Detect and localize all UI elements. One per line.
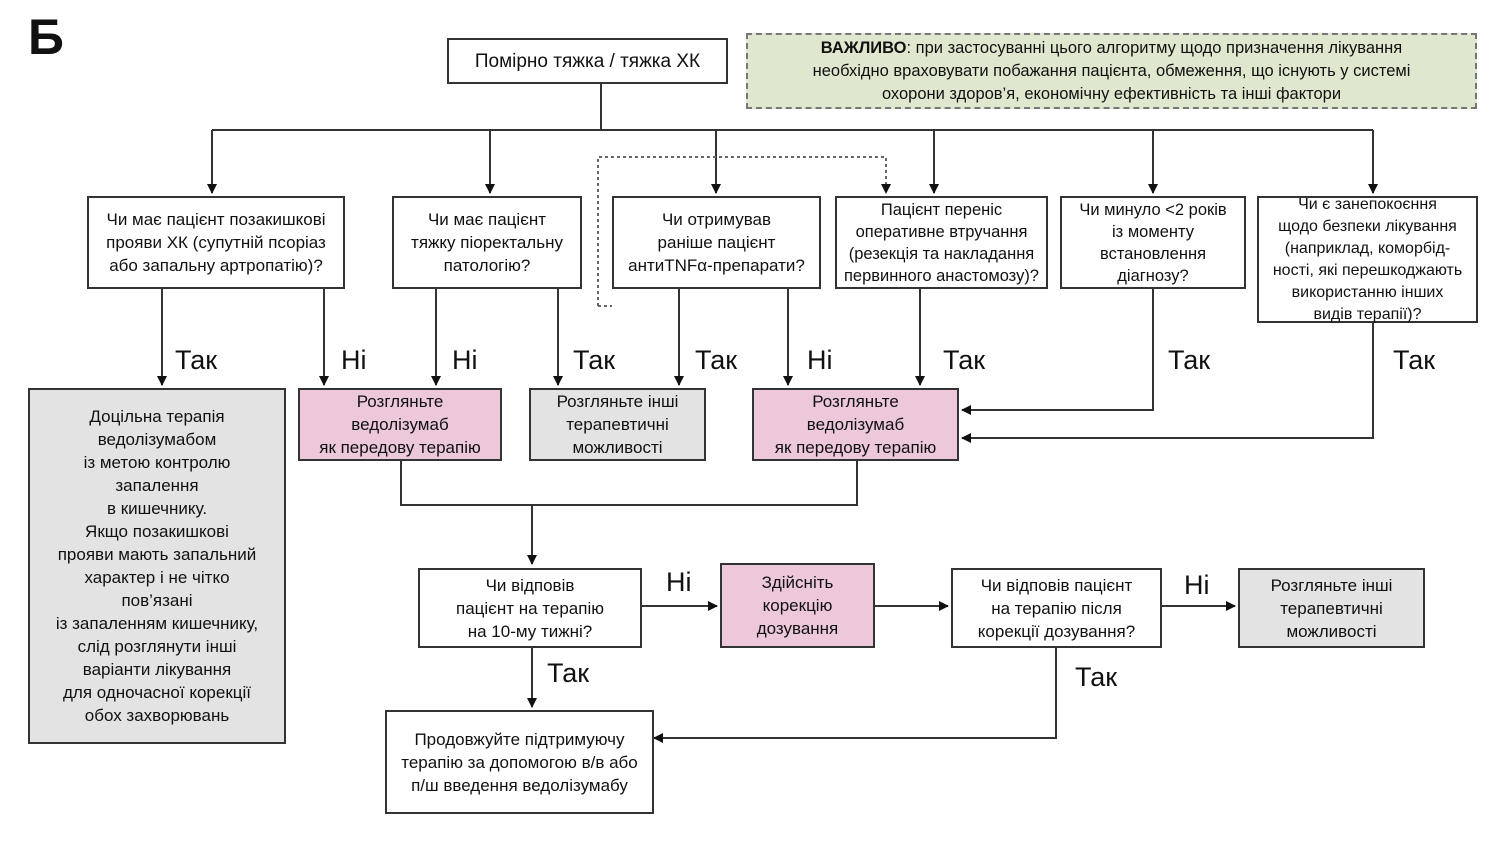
label-yes-extraintestinal: Так [175, 345, 218, 375]
label-no-antitnf: Ні [807, 345, 833, 375]
label-yes-safety: Так [1393, 345, 1436, 375]
result-other-options-2: Розгляньте інші терапевтичні можливості [1238, 568, 1425, 648]
question-surgery: Пацієнт переніс оперативне втручання (ре… [835, 196, 1048, 289]
result-other-options-1-text: Розгляньте інші терапевтичні можливості [556, 392, 679, 457]
question-safety: Чи є занепокоєння щодо безпеки лікування… [1257, 196, 1478, 323]
question-week10-text: Чи відповів пацієнт на терапію на 10-му … [455, 575, 604, 641]
start-node-text: Помірно тяжка / тяжка ХК [474, 50, 701, 72]
question-week10: Чи відповів пацієнт на терапію на 10-му … [418, 568, 642, 648]
panel-letter: Б [28, 9, 64, 65]
result-other-options-2-text: Розгляньте інші терапевтичні можливості [1270, 575, 1393, 641]
result-targeted-therapy: Доцільна терапія ведолізумабом із метою … [28, 388, 286, 744]
result-vedolizumab-first-1-text: Розгляньте ведолізумаб як передову терап… [319, 392, 481, 457]
label-yes-surgery: Так [943, 345, 986, 375]
question-perianal-text: Чи має пацієнт тяжку піоректальну патоло… [411, 210, 563, 275]
result-vedolizumab-first-1: Розгляньте ведолізумаб як передову терап… [298, 388, 502, 461]
important-note-text: : при застосуванні цього алгоритму щодо … [812, 38, 1411, 103]
important-note: ВАЖЛИВО: при застосуванні цього алгоритм… [746, 33, 1477, 109]
question-duration-text: Чи минуло <2 років із моменту встановлен… [1079, 200, 1227, 285]
label-yes-after-dose: Так [1075, 662, 1118, 692]
question-extraintestinal-text: Чи має пацієнт позакишкові прояви ХК (су… [106, 210, 326, 275]
result-targeted-therapy-text: Доцільна терапія ведолізумабом із метою … [55, 407, 259, 725]
label-yes-antitnf: Так [695, 345, 738, 375]
label-no-extraintestinal: Ні [341, 345, 367, 375]
label-no-after-dose: Ні [1184, 570, 1210, 600]
question-after-dose-text: Чи відповів пацієнт на терапію після кор… [977, 575, 1136, 641]
action-dose-adjustment-text: Здійсніть корекцію дозування [756, 573, 839, 638]
label-yes-week10: Так [547, 658, 590, 688]
label-yes-duration: Так [1168, 345, 1211, 375]
question-duration: Чи минуло <2 років із моменту встановлен… [1060, 196, 1246, 289]
question-safety-text: Чи є занепокоєння щодо безпеки лікування… [1272, 195, 1463, 323]
result-maintenance-text: Продовжуйте підтримуючу терапію за допом… [401, 729, 638, 795]
result-vedolizumab-first-2-text: Розгляньте ведолізумаб як передову терап… [774, 392, 937, 457]
question-antitnf-text: Чи отримував раніше пацієнт антиTNFα-пре… [628, 210, 805, 275]
question-antitnf: Чи отримував раніше пацієнт антиTNFα-пре… [612, 196, 821, 289]
question-surgery-text: Пацієнт переніс оперативне втручання (ре… [844, 200, 1039, 285]
label-yes-perianal: Так [573, 345, 616, 375]
question-perianal: Чи має пацієнт тяжку піоректальну патоло… [392, 196, 582, 289]
result-maintenance: Продовжуйте підтримуючу терапію за допом… [385, 710, 654, 814]
label-no-week10: Ні [666, 567, 692, 597]
result-vedolizumab-first-2: Розгляньте ведолізумаб як передову терап… [752, 388, 959, 461]
result-other-options-1: Розгляньте інші терапевтичні можливості [529, 388, 706, 461]
start-node: Помірно тяжка / тяжка ХК [447, 38, 728, 84]
action-dose-adjustment: Здійсніть корекцію дозування [720, 563, 875, 648]
question-extraintestinal: Чи має пацієнт позакишкові прояви ХК (су… [87, 196, 345, 289]
question-after-dose: Чи відповів пацієнт на терапію після кор… [951, 568, 1162, 648]
label-no-perianal: Ні [452, 345, 478, 375]
important-note-bold: ВАЖЛИВО [820, 38, 907, 57]
